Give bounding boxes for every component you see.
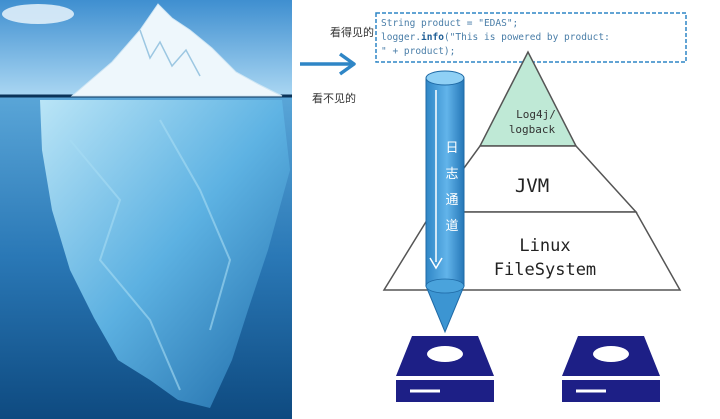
iceberg-underwater-shading — [69, 119, 232, 391]
channel-char-4: 道 — [445, 219, 458, 234]
channel-down-arrow-icon — [429, 257, 443, 270]
log-channel-tube: 日 志 通 道 — [425, 70, 465, 334]
code-line-2: logger.info("This is powered by product: — [381, 32, 610, 43]
code-box: String product = "EDAS"; logger.info("Th… — [375, 12, 687, 63]
pyramid-top-label-1: Log4j/ — [516, 108, 556, 121]
channel-char-2: 志 — [445, 167, 458, 182]
channel-char-1: 日 — [445, 141, 458, 156]
pyramid-top-label-2: logback — [509, 123, 556, 136]
iceberg-image — [0, 0, 292, 419]
invisible-label: 看不见的 — [312, 91, 356, 105]
code-line-1: String product = "EDAS"; — [381, 18, 518, 29]
iceberg-tip-shading — [139, 29, 201, 77]
right-arrow-icon — [300, 52, 356, 76]
hard-disk-icon-right — [562, 336, 660, 402]
cloud — [2, 4, 74, 24]
visible-label: 看得见的 — [330, 25, 374, 39]
pyramid-middle-label: JVM — [515, 175, 549, 197]
tube-body — [425, 77, 465, 287]
iceberg-underwater — [40, 100, 290, 408]
iceberg-tip — [70, 3, 283, 97]
pyramid-bottom-label-1: Linux — [519, 236, 570, 256]
tube-bottom-rim — [425, 278, 465, 294]
hard-disk-icon-left — [396, 336, 494, 402]
tube-top — [425, 70, 465, 86]
pyramid-bottom-label-2: FileSystem — [494, 260, 596, 280]
channel-char-3: 通 — [445, 193, 458, 208]
code-line-3: " + product); — [381, 46, 455, 57]
